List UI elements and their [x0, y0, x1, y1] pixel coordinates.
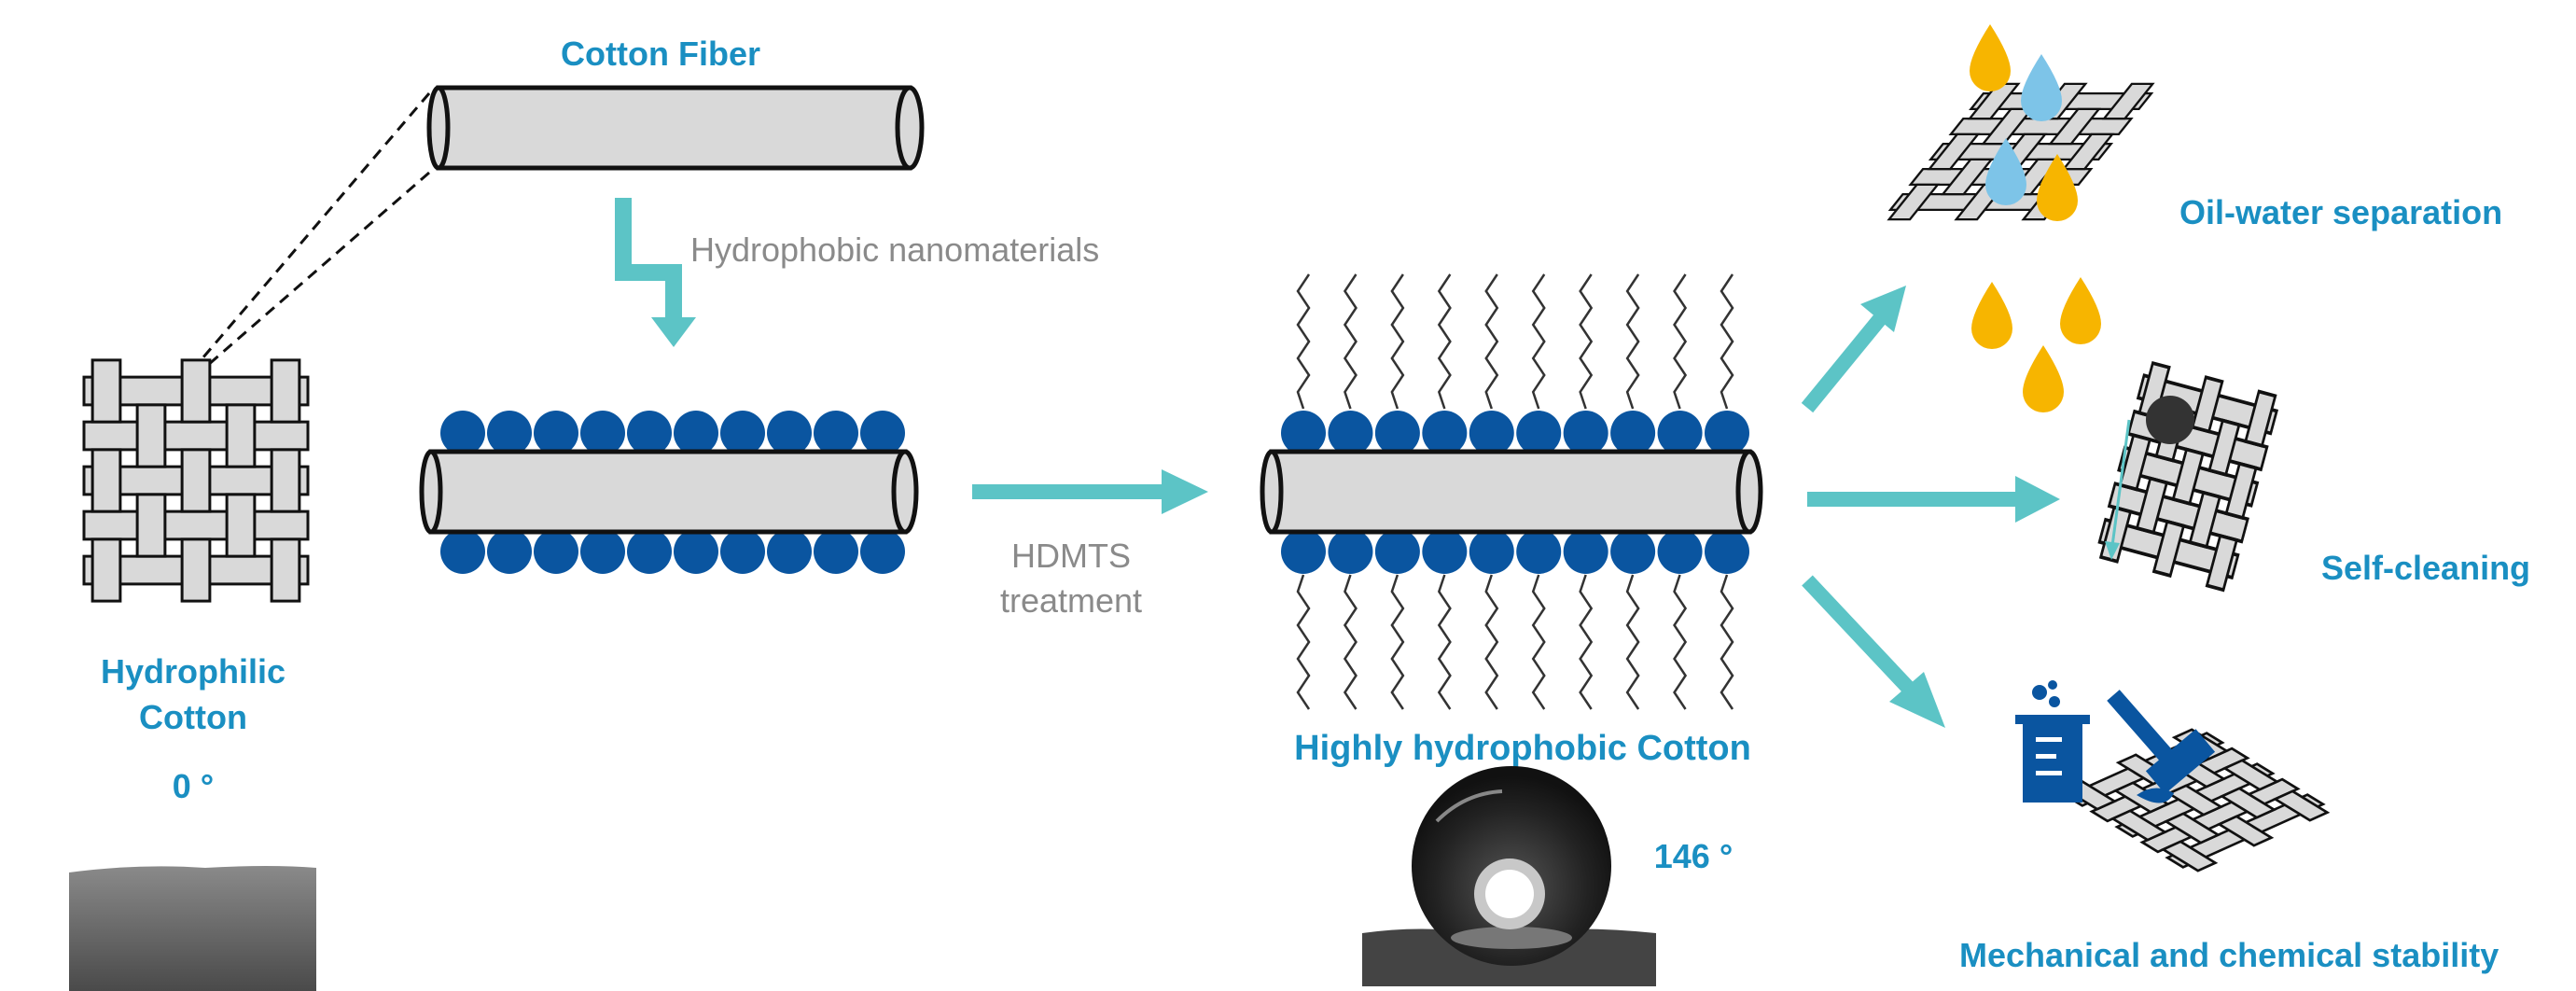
- hydrophilic-label-1: Hydrophilic: [101, 652, 285, 691]
- stability-label: Mechanical and chemical stability: [1959, 936, 2499, 974]
- alkyl-chain: [1484, 273, 1499, 410]
- alkyl-chain: [1625, 574, 1640, 710]
- nanoparticle: [440, 529, 485, 574]
- oil-water-label: Oil-water separation: [2179, 193, 2502, 231]
- nanoparticle: [1563, 411, 1608, 455]
- nanoparticle: [720, 411, 765, 455]
- hydrophilic-label-2: Cotton: [139, 698, 247, 736]
- nanoparticle: [534, 529, 578, 574]
- cotton-weave-icon: [1886, 82, 2155, 221]
- alkyl-chain: [1720, 574, 1734, 710]
- nanomaterial-arrow: [615, 198, 696, 347]
- nanoparticle: [1328, 411, 1373, 455]
- nanoparticle: [1610, 411, 1656, 455]
- nanoparticle: [1705, 529, 1749, 574]
- hydrophobic-contact-photo: [1362, 766, 1656, 986]
- highly-hydrophobic-label: Highly hydrophobic Cotton: [1294, 729, 1751, 768]
- oil-water-separation-icon: [1886, 24, 2155, 412]
- alkyl-chain: [1673, 574, 1688, 710]
- oil-droplet-icon: [2023, 345, 2064, 412]
- alkyl-chain: [1437, 574, 1452, 710]
- nanoparticle: [627, 529, 672, 574]
- nanoparticle: [1422, 411, 1468, 455]
- oil-droplet-icon: [2060, 277, 2101, 344]
- nanoparticle: [814, 529, 858, 574]
- alkyl-chains: [1296, 273, 1734, 710]
- cotton-weave-icon: [2097, 360, 2279, 593]
- nanoparticle: [860, 411, 905, 455]
- water-droplet-icon: [2021, 54, 2062, 121]
- alkyl-chain: [1720, 273, 1734, 410]
- alkyl-chain: [1437, 273, 1452, 410]
- hdmts-label-2: treatment: [1000, 581, 1142, 620]
- nanoparticle: [1374, 411, 1420, 455]
- hammer-icon: [2107, 690, 2216, 803]
- nanoparticle: [1610, 529, 1656, 574]
- fiber-with-nanoparticles: [419, 411, 919, 574]
- oil-droplet-icon: [1970, 24, 2011, 91]
- oil-droplet-icon: [2037, 154, 2078, 221]
- nanoparticle: [487, 529, 532, 574]
- alkyl-chain: [1673, 273, 1688, 410]
- nanoparticle: [440, 411, 485, 455]
- nanoparticle: [1657, 529, 1703, 574]
- alkyl-chain: [1390, 273, 1405, 410]
- alkyl-chain: [1531, 273, 1546, 410]
- nanoparticle: [1657, 411, 1703, 455]
- nanoparticle: [1516, 529, 1562, 574]
- nanoparticle: [1516, 411, 1562, 455]
- nanoparticle: [487, 411, 532, 455]
- dirt-particle-icon: [2146, 396, 2194, 444]
- hydrophobic-fiber: [1260, 411, 1763, 574]
- nanoparticle: [674, 411, 718, 455]
- nanoparticle: [1328, 529, 1373, 574]
- nanoparticle: [1281, 529, 1326, 574]
- hdmts-arrow: [972, 469, 1208, 514]
- nanoparticle: [1374, 529, 1420, 574]
- beaker-icon: [2015, 680, 2090, 803]
- alkyl-chain: [1390, 574, 1405, 710]
- nanoparticle: [1705, 411, 1749, 455]
- nanoparticle: [767, 529, 812, 574]
- cotton-fiber-cylinder: [426, 85, 925, 171]
- nanoparticle: [580, 529, 625, 574]
- cotton-weave-icon: [82, 358, 310, 603]
- nanoparticle: [814, 411, 858, 455]
- nanoparticle: [627, 411, 672, 455]
- alkyl-chain: [1296, 574, 1311, 710]
- zoom-lines: [189, 92, 431, 373]
- contact-angle-hydrophilic: 0 °: [173, 767, 214, 805]
- alkyl-chain: [1579, 574, 1594, 710]
- nanoparticle: [1469, 411, 1514, 455]
- water-droplet-icon: [1985, 138, 2026, 205]
- nanoparticle: [534, 411, 578, 455]
- stability-icon: [2015, 680, 2331, 872]
- nanoparticle: [720, 529, 765, 574]
- nanomaterials-label: Hydrophobic nanomaterials: [690, 230, 1099, 269]
- nanoparticle: [580, 411, 625, 455]
- nanoparticle: [1281, 411, 1326, 455]
- nanoparticle: [1563, 529, 1608, 574]
- alkyl-chain: [1296, 273, 1311, 410]
- nanoparticle: [674, 529, 718, 574]
- alkyl-chain: [1625, 273, 1640, 410]
- oil-droplet-icon: [1971, 282, 2012, 349]
- self-cleaning-icon: [2097, 360, 2279, 593]
- hdmts-label-1: HDMTS: [1011, 537, 1131, 575]
- alkyl-chain: [1531, 574, 1546, 710]
- hydrophilic-contact-photo: [69, 866, 316, 991]
- nanoparticle: [767, 411, 812, 455]
- alkyl-chain: [1579, 273, 1594, 410]
- nanoparticle: [1469, 529, 1514, 574]
- alkyl-chain: [1343, 273, 1358, 410]
- self-cleaning-label: Self-cleaning: [2321, 549, 2530, 587]
- alkyl-chain: [1343, 574, 1358, 710]
- alkyl-chain: [1484, 574, 1499, 710]
- nanoparticle: [860, 529, 905, 574]
- nanoparticle: [1422, 529, 1468, 574]
- contact-angle-hydrophobic: 146 °: [1654, 837, 1733, 875]
- cotton-fiber-title: Cotton Fiber: [561, 35, 760, 73]
- application-arrows: [1801, 286, 2060, 728]
